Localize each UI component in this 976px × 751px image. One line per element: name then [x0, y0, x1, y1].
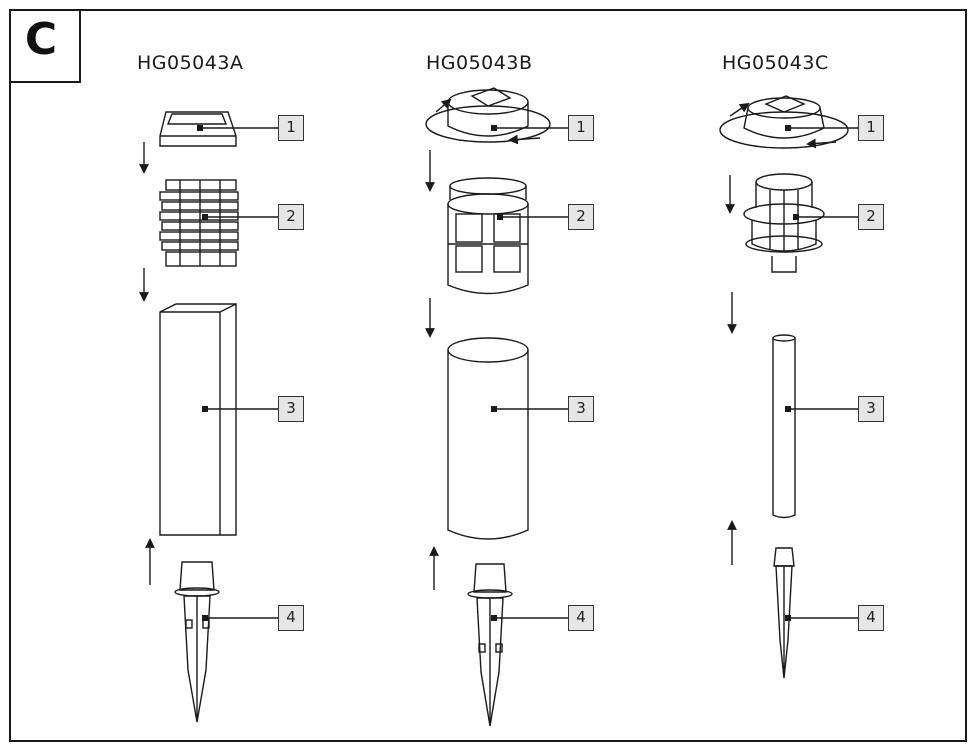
column-b-parts: [425, 87, 568, 727]
model-title-c: HG05043C: [722, 52, 829, 74]
callout-a-2: 2: [278, 204, 304, 230]
panel-letter-box: [9, 9, 81, 83]
callout-b-2: 2: [568, 204, 594, 230]
c-solar-cap: [719, 95, 849, 149]
callout-a-4: 4: [278, 605, 304, 631]
callout-c-2: 2: [858, 204, 884, 230]
a-square-tube: [159, 303, 237, 536]
c-thin-rod: [772, 334, 796, 519]
leader-dots: [197, 125, 799, 621]
b-ground-spike: [467, 563, 513, 727]
callout-a-3: 3: [278, 396, 304, 422]
panel-letter: C: [24, 14, 58, 65]
model-title-b: HG05043B: [426, 52, 533, 74]
callout-a-1: 1: [278, 115, 304, 141]
callout-c-4: 4: [858, 605, 884, 631]
a-stacked-bracket: [159, 179, 239, 267]
b-cage-cylinder: [447, 177, 529, 295]
a-solar-cap: [159, 111, 237, 147]
column-a-parts: [139, 111, 278, 723]
callout-b-1: 1: [568, 115, 594, 141]
c-connector: [743, 173, 825, 273]
callout-c-3: 3: [858, 396, 884, 422]
callout-b-4: 4: [568, 605, 594, 631]
b-solar-cap: [425, 87, 551, 145]
c-ground-spike: [773, 547, 795, 679]
b-round-tube: [447, 337, 529, 540]
column-c-parts: [719, 95, 858, 679]
a-ground-spike: [174, 561, 220, 723]
callout-b-3: 3: [568, 396, 594, 422]
model-title-a: HG05043A: [137, 52, 244, 74]
callout-c-1: 1: [858, 115, 884, 141]
